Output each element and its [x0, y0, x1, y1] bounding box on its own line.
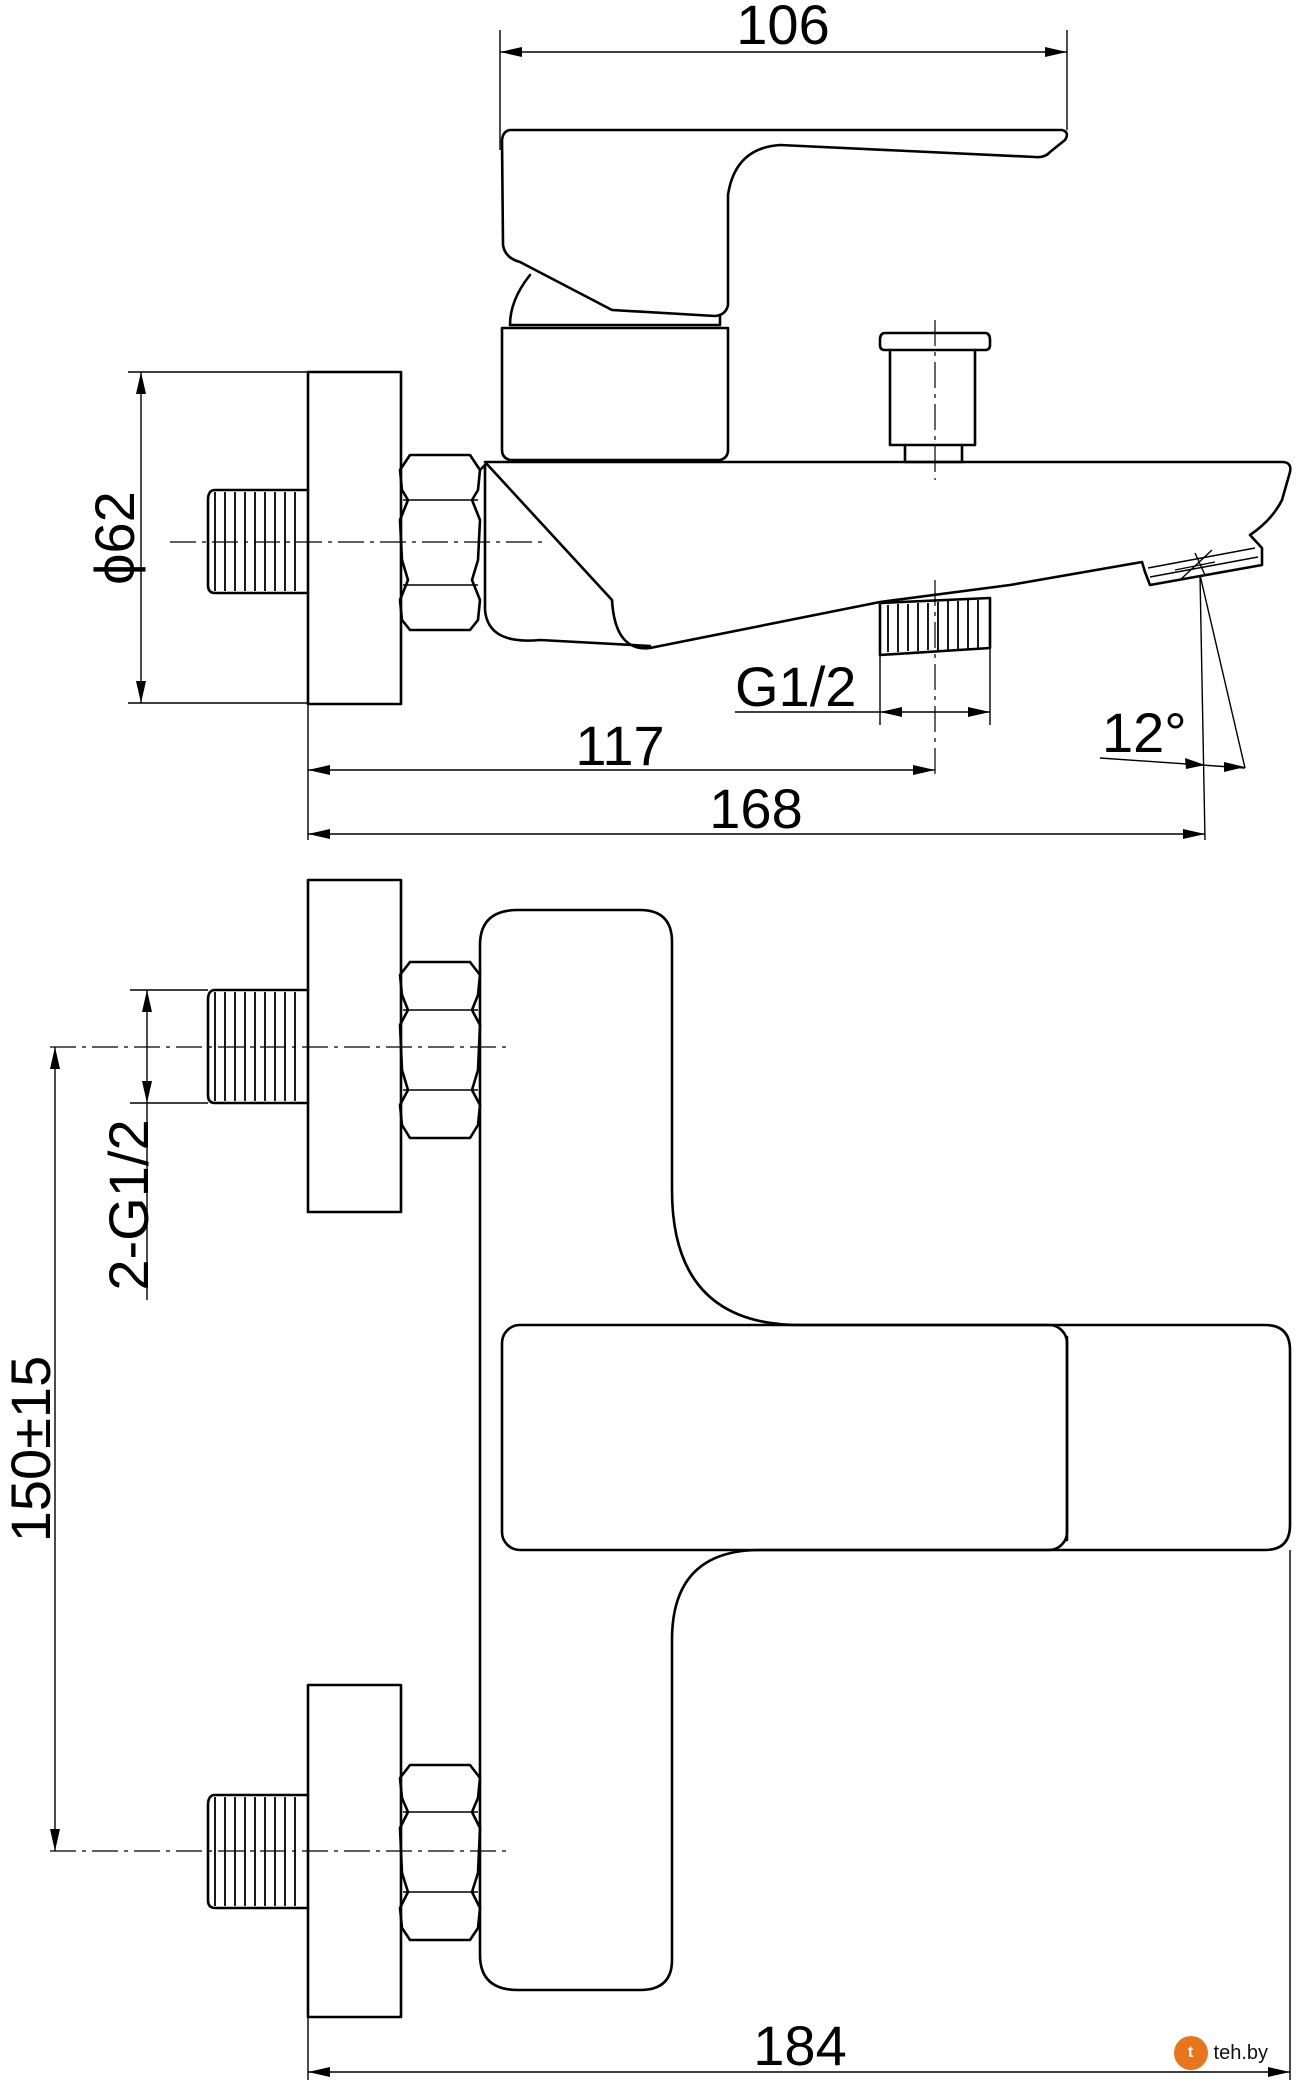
dimension-106-label: 106	[736, 0, 829, 56]
upper-hex-nut	[398, 960, 482, 1140]
dimension-inlet-thread: 2-G1/2	[97, 989, 208, 1300]
spout	[483, 460, 1292, 650]
handle-top-view	[500, 1323, 1069, 1552]
dimension-168-label: 168	[709, 777, 802, 840]
upper-inlet-pipe	[50, 988, 510, 1105]
dimension-diameter: ϕ62	[83, 371, 308, 704]
cartridge-neck	[508, 273, 722, 327]
valve-body	[500, 326, 730, 462]
diverter-knob	[878, 320, 992, 480]
dimension-inlet-spacing-label: 150±15	[0, 1356, 62, 1542]
dimension-inlet-spacing: 150±15	[0, 1047, 62, 1851]
teh-by-logo-icon: t	[1173, 2036, 1208, 2070]
dimension-diameter-label: ϕ62	[83, 491, 146, 585]
dimension-angle-label: 12°	[1102, 701, 1187, 764]
dimension-117-label: 117	[575, 714, 664, 777]
handle-lever	[500, 128, 1069, 318]
side-view: 106	[83, 0, 1292, 841]
dimension-g12-label: G1/2	[735, 655, 856, 718]
upper-wall-flange	[306, 878, 403, 1214]
dimension-184: 184	[307, 1550, 1291, 2080]
lower-inlet-pipe	[50, 1793, 510, 1910]
lower-hex-nut	[398, 1763, 482, 1942]
outlet-thread	[878, 580, 992, 780]
inlet-pipe-side	[170, 488, 545, 595]
watermark-site: teh.by	[1213, 2041, 1268, 2064]
dimension-106: 106	[499, 0, 1068, 150]
hex-nut-side	[398, 453, 482, 632]
dimension-angle: 12°	[1099, 574, 1246, 841]
body-top-view	[478, 908, 1292, 1992]
dimension-168: 168	[308, 777, 1205, 840]
wall-flange	[306, 370, 403, 706]
watermark: t teh.by	[1173, 2036, 1268, 2070]
dimension-g12: G1/2	[735, 648, 991, 725]
spout-body-curve	[483, 463, 652, 648]
dimension-117: 117	[307, 705, 935, 840]
dimension-184-label: 184	[753, 2014, 846, 2077]
aerator	[1147, 547, 1259, 581]
top-view: 2-G1/2 150±15 184	[0, 878, 1292, 2080]
dimension-inlet-thread-label: 2-G1/2	[97, 1119, 160, 1290]
